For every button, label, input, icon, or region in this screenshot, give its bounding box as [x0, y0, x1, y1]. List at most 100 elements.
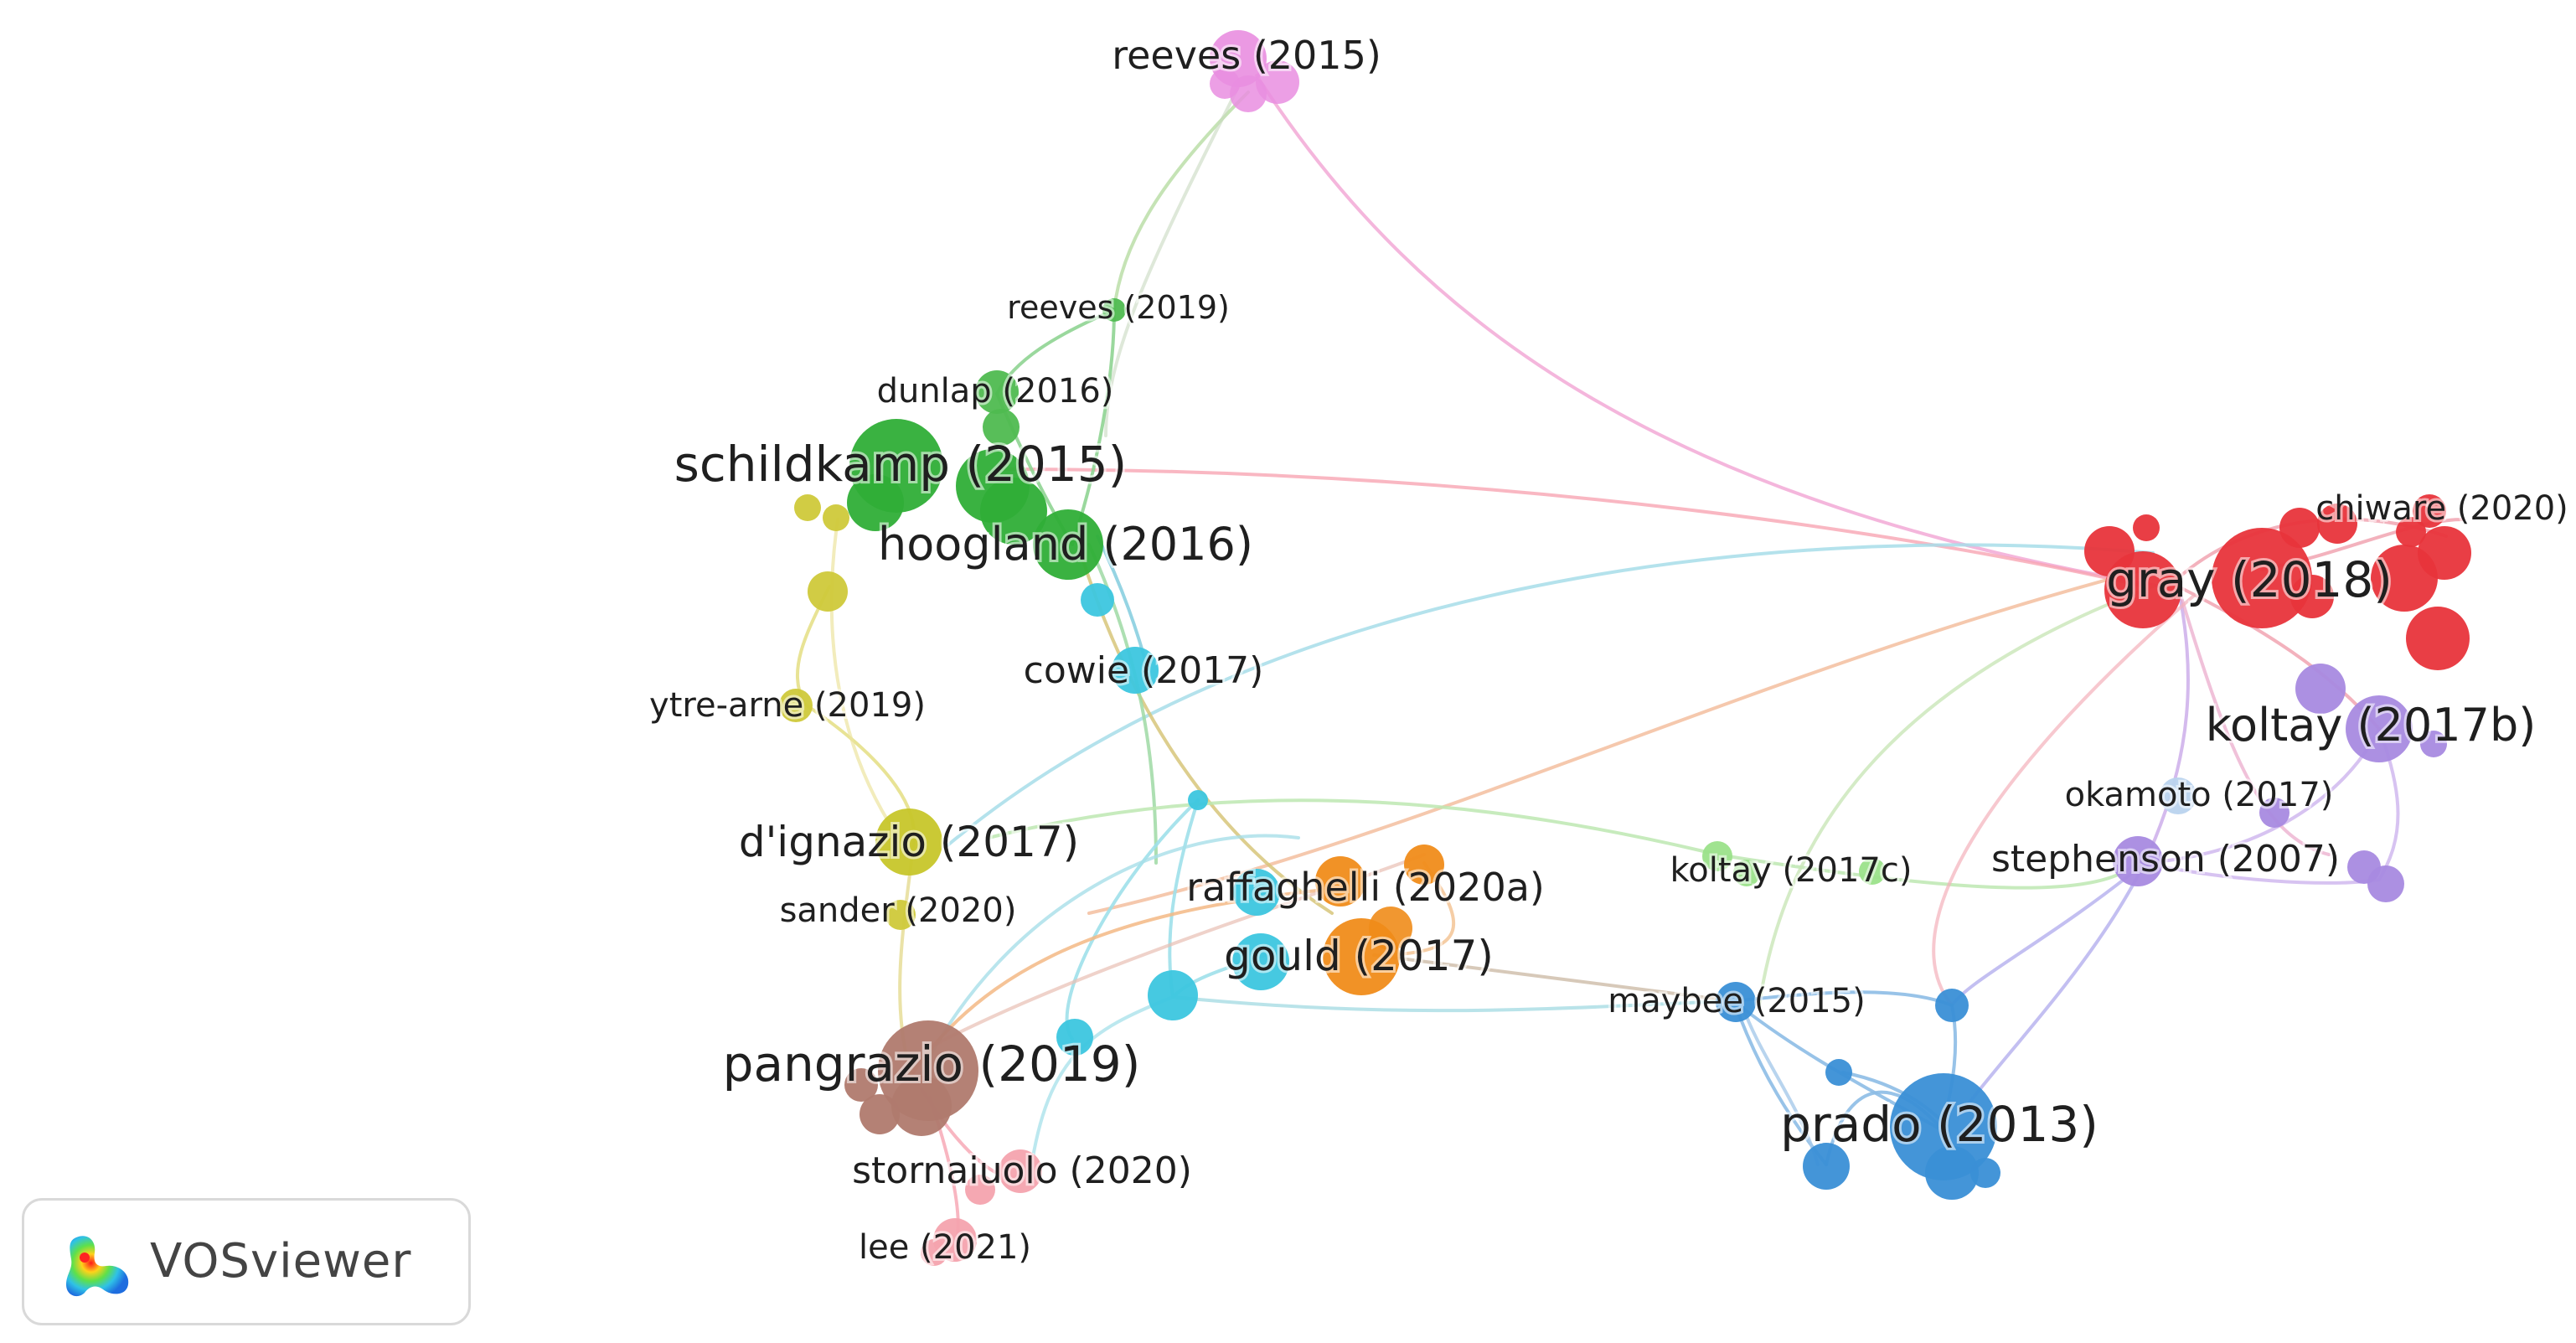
label-pangrazio-2019[interactable]: pangrazio (2019) — [720, 1033, 1143, 1095]
node-reeves-2019[interactable] — [1102, 298, 1126, 322]
node[interactable] — [2259, 798, 2289, 828]
label-dunlap-2016[interactable]: dunlap (2016) — [875, 369, 1117, 413]
node[interactable] — [1081, 583, 1114, 617]
link — [1741, 1004, 1820, 1166]
link — [2143, 585, 2190, 865]
label-raffaghelli-2020a[interactable]: raffaghelli (2020a) — [1184, 862, 1547, 912]
label-sander-2020[interactable]: sander (2020) — [777, 889, 1020, 932]
node[interactable] — [2418, 526, 2471, 580]
link — [1758, 585, 2155, 1007]
node[interactable] — [2133, 514, 2160, 541]
node-okamoto-2017[interactable] — [2160, 777, 2197, 814]
label-okamoto-2017[interactable]: okamoto (2017) — [2062, 773, 2336, 817]
label-stornaiuolo-2020[interactable]: stornaiuolo (2020) — [849, 1147, 1195, 1195]
node[interactable] — [2317, 504, 2357, 544]
link — [1087, 568, 2146, 915]
node-sander-2020[interactable] — [885, 900, 916, 930]
node[interactable] — [1056, 1019, 1093, 1056]
label-prado-2013[interactable]: prado (2013) — [1778, 1093, 2101, 1155]
node[interactable] — [2279, 508, 2320, 548]
label-maybee-2015[interactable]: maybee (2015) — [1605, 979, 1867, 1023]
node[interactable] — [1859, 858, 1886, 885]
link — [920, 834, 1300, 1074]
node-dunlap-2016[interactable] — [975, 370, 1019, 414]
node[interactable] — [1315, 856, 1365, 907]
node[interactable] — [891, 1076, 952, 1136]
node[interactable] — [823, 504, 849, 531]
label-koltay-2017b[interactable]: koltay (2017b) — [2203, 696, 2539, 754]
node[interactable] — [965, 1175, 995, 1205]
label-stephenson-2007[interactable]: stephenson (2007) — [1989, 835, 2342, 883]
node[interactable] — [808, 571, 848, 612]
link — [1950, 861, 2146, 1007]
node-cowie-2017[interactable] — [1112, 647, 1159, 694]
node-koltay-2017b[interactable] — [2346, 695, 2413, 762]
node-koltay-2017c[interactable] — [1733, 860, 1760, 886]
label-gould-2017[interactable]: gould (2017) — [1221, 929, 1496, 983]
node[interactable] — [2396, 517, 2426, 547]
label-gray-2018[interactable]: gray (2018) — [2104, 549, 2395, 611]
link — [1071, 308, 1116, 546]
network-nodes — [779, 30, 2471, 1266]
node-stornaiuolo-2020[interactable] — [999, 1149, 1042, 1193]
label-chiware-2020[interactable]: chiware (2020) — [2313, 487, 2571, 530]
node[interactable] — [1803, 1143, 1850, 1190]
node-gray-2018[interactable] — [2104, 551, 2181, 628]
label-dignazio-2017[interactable]: d'ignazio (2017) — [736, 815, 1082, 869]
link — [1104, 82, 1242, 437]
node[interactable] — [2406, 607, 2470, 670]
node-hoogland-2016[interactable] — [1033, 509, 1103, 580]
node[interactable] — [860, 1094, 900, 1134]
link — [1932, 593, 2197, 1007]
link — [1079, 551, 1334, 915]
label-cowie-2017[interactable]: cowie (2017) — [1021, 647, 1267, 695]
node[interactable] — [1970, 1158, 2000, 1188]
link — [1171, 995, 1736, 1013]
node[interactable] — [983, 409, 1020, 446]
node-chiware-2020[interactable] — [2413, 494, 2446, 528]
label-reeves-2015[interactable]: reeves (2015) — [1109, 30, 1384, 80]
node[interactable] — [1702, 841, 1732, 871]
node[interactable] — [1188, 790, 1208, 810]
node[interactable] — [1404, 845, 1444, 885]
node[interactable] — [1210, 69, 1240, 99]
node-dignazio-2017[interactable] — [875, 808, 942, 876]
link — [2176, 585, 2331, 856]
label-ytre-arne-2019[interactable]: ytre-arne (2019) — [647, 684, 928, 727]
label-schildkamp-2015[interactable]: schildkamp (2015) — [672, 433, 1130, 495]
node[interactable] — [847, 474, 904, 531]
node[interactable] — [1148, 970, 1198, 1020]
node[interactable] — [1825, 1059, 1852, 1086]
link — [945, 543, 2155, 848]
node-labels: reeves (2015) reeves (2019) dunlap (2016… — [647, 30, 2571, 1269]
node[interactable] — [980, 478, 1047, 545]
vosviewer-logo-box: VOSviewer — [22, 1198, 471, 1325]
label-koltay-2017c[interactable]: koltay (2017c) — [1668, 849, 1915, 892]
link — [829, 518, 906, 848]
node[interactable] — [1232, 933, 1289, 990]
node[interactable] — [1369, 907, 1412, 950]
node[interactable] — [1233, 869, 1280, 916]
node[interactable] — [2212, 528, 2312, 628]
node[interactable] — [2290, 575, 2334, 618]
node[interactable] — [1256, 60, 1299, 104]
link — [1372, 861, 1456, 957]
node[interactable] — [794, 494, 821, 521]
node-stephenson-2007[interactable] — [2113, 836, 2163, 886]
node[interactable] — [2420, 731, 2447, 757]
label-reeves-2019[interactable]: reeves (2019) — [1004, 287, 1232, 328]
node[interactable] — [2295, 664, 2346, 714]
node[interactable] — [1925, 1146, 1979, 1200]
label-hoogland-2016[interactable]: hoogland (2016) — [875, 515, 1256, 573]
node[interactable] — [2367, 865, 2404, 902]
label-lee-2021[interactable]: lee (2021) — [856, 1226, 1034, 1269]
node[interactable] — [844, 1068, 878, 1102]
node-ytre-arne-2019[interactable] — [779, 689, 813, 722]
node-maybee-2015[interactable] — [1716, 982, 1756, 1022]
link — [1372, 953, 1736, 1003]
link — [987, 798, 1719, 856]
node[interactable] — [1935, 989, 1969, 1022]
link — [1004, 467, 2146, 588]
node[interactable] — [921, 1239, 947, 1266]
